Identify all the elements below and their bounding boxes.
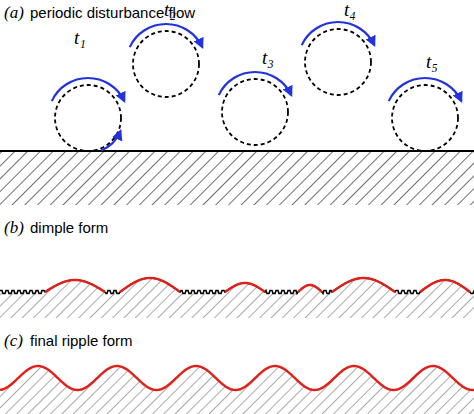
panel-letter: (a) <box>4 3 24 23</box>
eddy-circle <box>55 85 121 151</box>
bed-hatch <box>0 278 474 318</box>
panel-letter: (b) <box>4 218 24 238</box>
dimple-curve <box>225 283 265 292</box>
panel-title: dimple form <box>30 218 108 238</box>
rotation-arrow <box>101 131 120 150</box>
eddy-circle <box>222 79 288 145</box>
dimple-curve <box>298 285 322 292</box>
eddy-circle <box>133 31 199 97</box>
rotation-arrow <box>130 24 203 47</box>
rotation-arrow <box>302 22 375 45</box>
dimple-curve <box>120 278 180 292</box>
rough-bed-line <box>0 278 474 294</box>
bed-hatch <box>0 366 474 414</box>
bed-surface <box>0 150 474 152</box>
time-label: t₃ <box>262 48 274 68</box>
dimple-layer <box>0 278 474 318</box>
rotation-arrow <box>219 72 292 95</box>
time-label: t₅ <box>426 52 438 72</box>
time-label: t₄ <box>344 0 356 20</box>
panel-letter: (c) <box>4 331 23 351</box>
dimple-curve <box>420 280 470 292</box>
bed-hatch <box>0 151 474 205</box>
rotation-arrow <box>389 78 462 101</box>
flow-layer <box>52 22 462 151</box>
time-label: t₁ <box>74 28 86 48</box>
ripple-layer <box>0 366 474 414</box>
ripple-curve <box>0 366 474 390</box>
panel-title: final ripple form <box>30 331 133 351</box>
dimple-curve <box>332 278 395 292</box>
eddy-circle <box>305 29 371 95</box>
dimple-curve <box>45 280 105 292</box>
time-label: t₂ <box>164 0 176 20</box>
eddy-circle <box>392 85 458 151</box>
rotation-arrow <box>52 78 125 101</box>
